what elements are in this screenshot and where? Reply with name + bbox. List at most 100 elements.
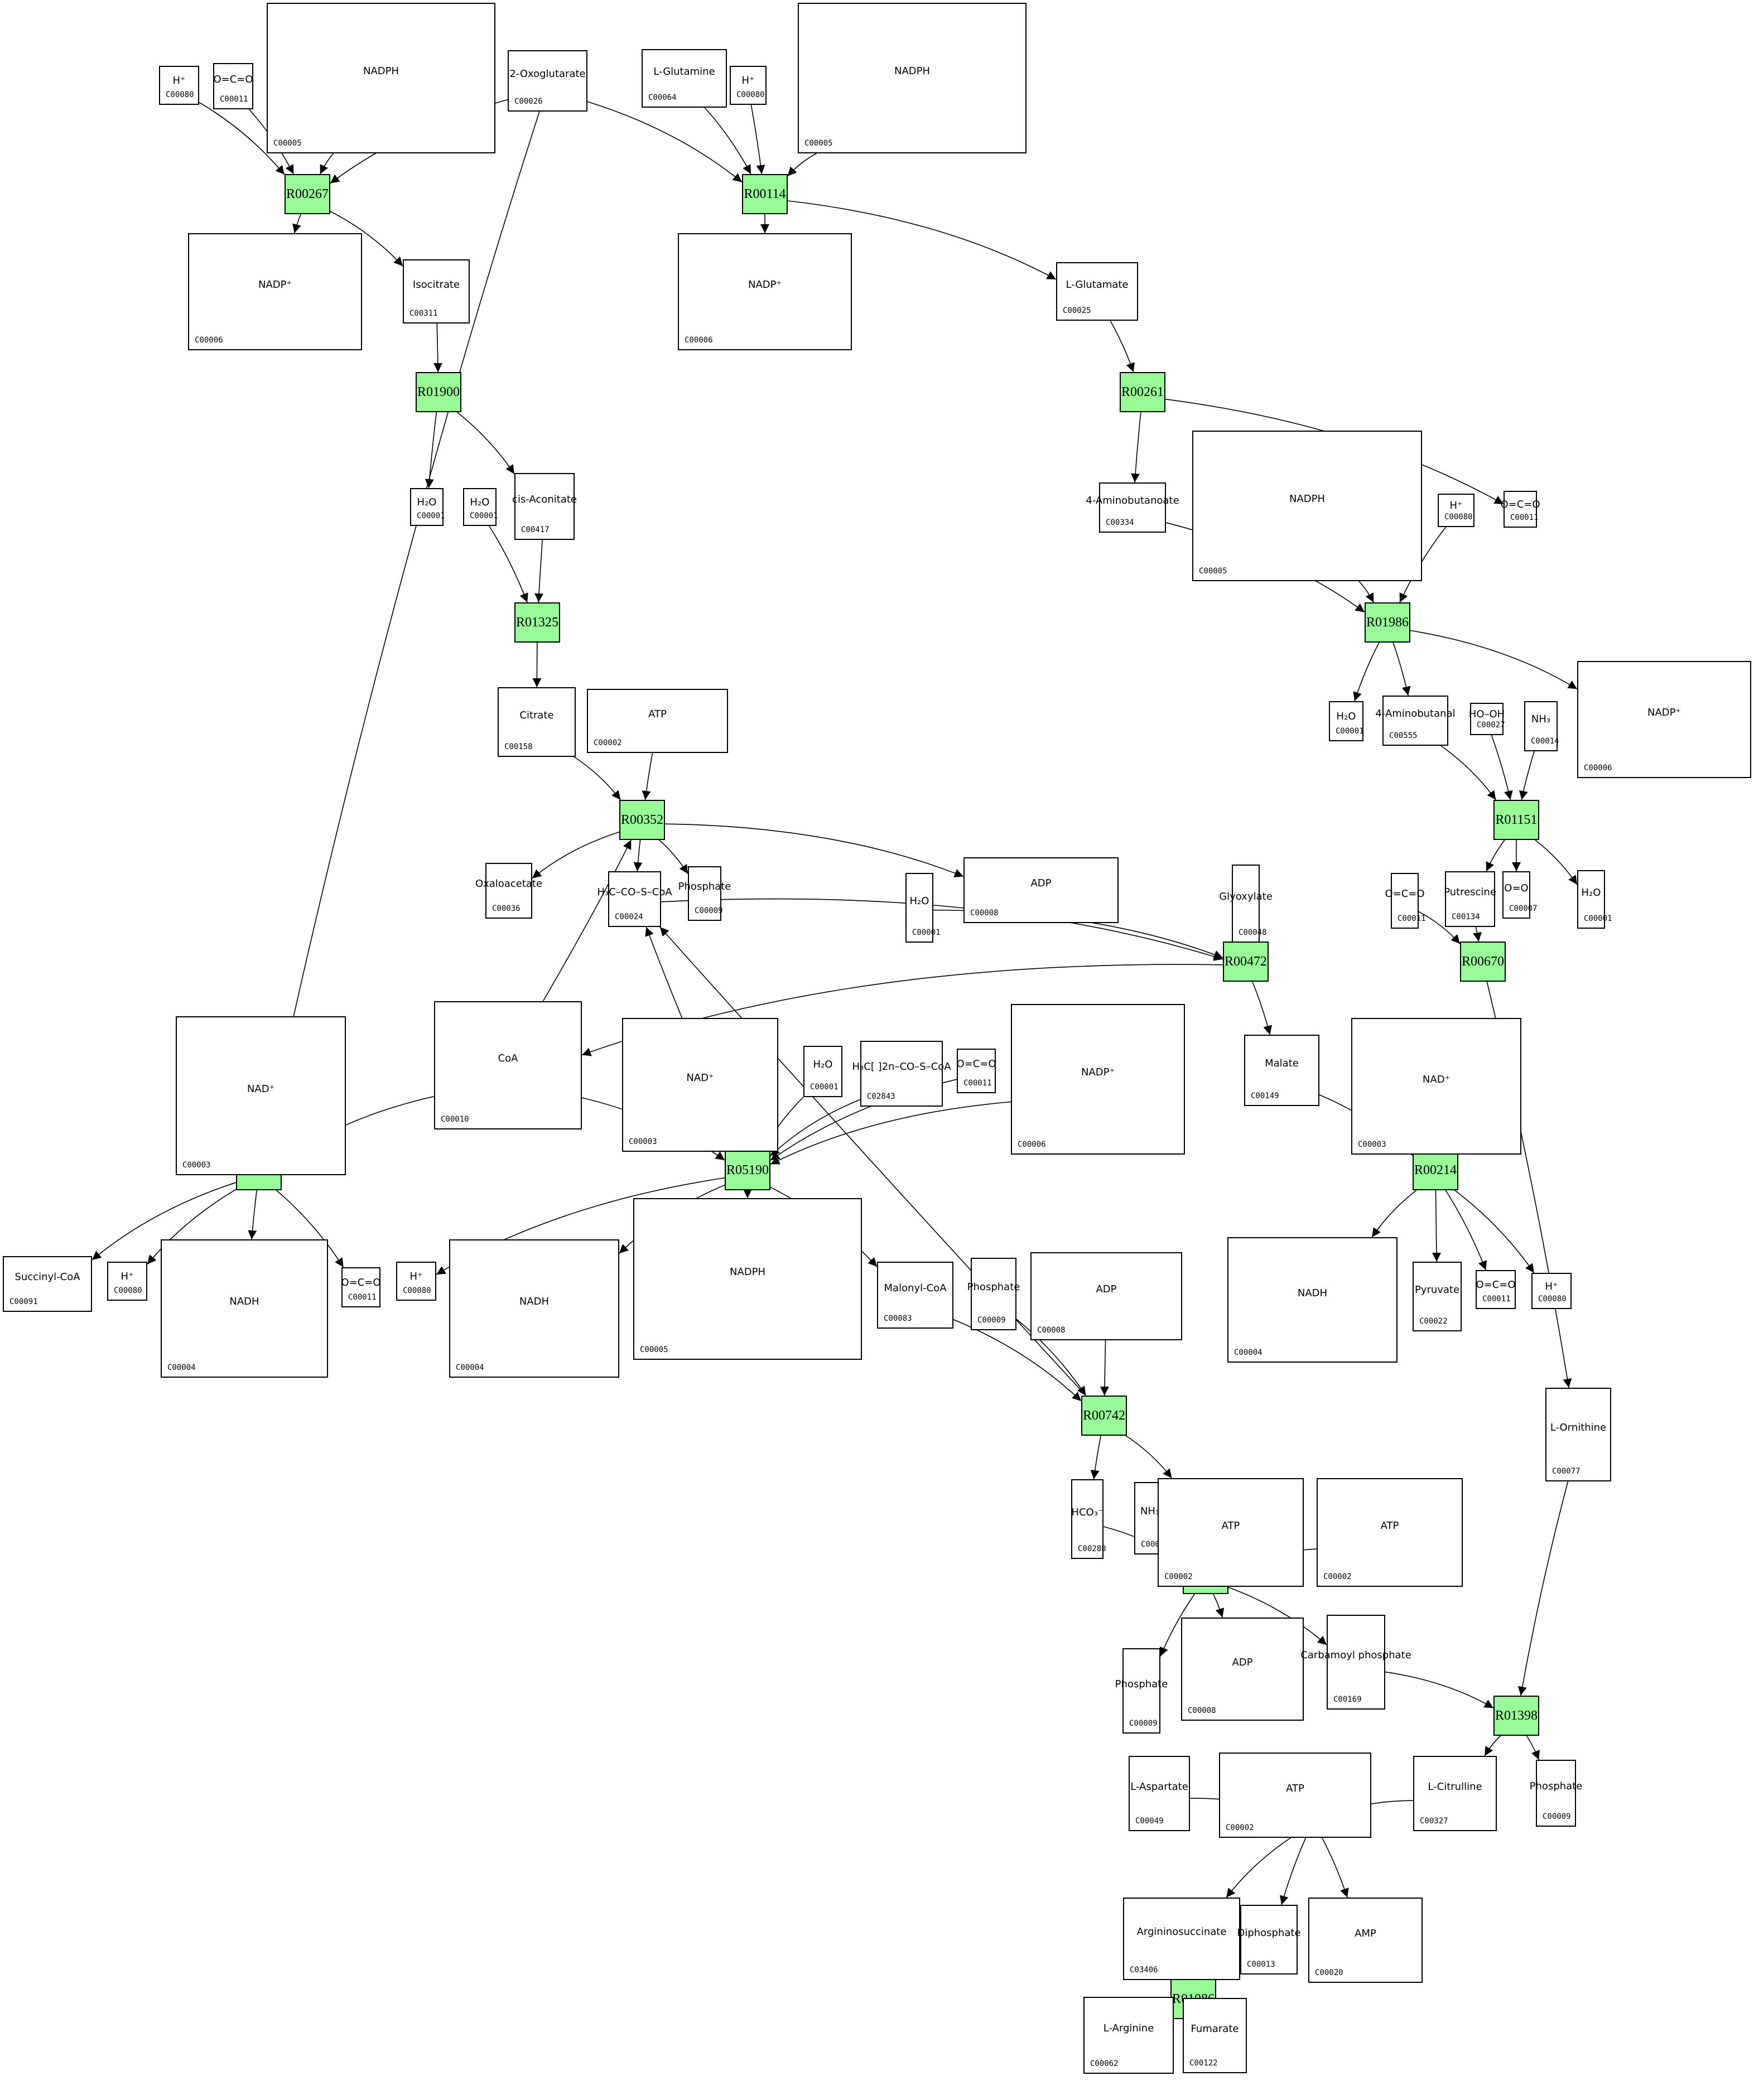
compound-id-label: C00009 <box>1543 1812 1571 1821</box>
structure-drawing: L-Ornithine <box>1550 1422 1607 1434</box>
edge-arrow <box>1491 735 1513 800</box>
compound-node-c00080[interactable]: H⁺C00080 <box>1531 1273 1572 1309</box>
compound-node-c00006[interactable]: NADP⁺C00006 <box>1577 661 1751 778</box>
compound-node-c00080[interactable]: H⁺C00080 <box>730 66 767 105</box>
compound-node-c00006[interactable]: NADP⁺C00006 <box>678 233 852 350</box>
reaction-node-r00114[interactable]: R00114 <box>742 174 788 214</box>
compound-node-c00288[interactable]: HCO₃⁻C00288 <box>1071 1479 1106 1559</box>
compound-node-c00003[interactable]: NAD⁺C00003 <box>622 1018 778 1152</box>
reaction-node-r01151[interactable]: R01151 <box>1493 800 1539 840</box>
compound-id-label: C00062 <box>1090 2059 1119 2068</box>
compound-id-label: C00008 <box>1037 1326 1066 1335</box>
reaction-node-r00214[interactable]: R00214 <box>1413 1150 1458 1190</box>
compound-node-c00080[interactable]: H⁺C00080 <box>396 1262 436 1301</box>
reaction-node-r00472[interactable]: R00472 <box>1223 942 1269 982</box>
reaction-node-r00670[interactable]: R00670 <box>1460 942 1506 982</box>
reaction-node-r00742[interactable]: R00742 <box>1081 1396 1127 1436</box>
compound-id-label: C00080 <box>1444 513 1473 522</box>
compound-node-c00006[interactable]: NADP⁺C00006 <box>188 233 362 350</box>
edge-arrow <box>1440 745 1497 800</box>
compound-node-c00080[interactable]: H⁺C00080 <box>159 66 199 105</box>
structure-drawing: L-Glutamate <box>1066 278 1129 291</box>
reaction-node-r00261[interactable]: R00261 <box>1120 372 1165 412</box>
reaction-node-r01986[interactable]: R01986 <box>1365 602 1410 643</box>
structure-drawing: Malonyl-CoA <box>884 1282 947 1295</box>
compound-node-c00003[interactable]: NAD⁺C00003 <box>1351 1018 1521 1155</box>
reaction-node-r01325[interactable]: R01325 <box>514 602 560 643</box>
compound-node-c00003[interactable]: NAD⁺C00003 <box>176 1016 346 1175</box>
reaction-node-r00352[interactable]: R00352 <box>619 800 665 840</box>
structure-drawing: L-Citrulline <box>1428 1780 1482 1793</box>
reaction-node-r01398[interactable]: R01398 <box>1493 1696 1539 1736</box>
compound-node-c00080[interactable]: H⁺C00080 <box>1438 494 1474 527</box>
structure-drawing: NADH <box>229 1296 259 1308</box>
compound-node-c00080[interactable]: H⁺C00080 <box>107 1262 147 1301</box>
compound-node-c00006[interactable]: NADP⁺C00006 <box>1011 1004 1185 1155</box>
reaction-node-r01900[interactable]: R01900 <box>416 372 461 412</box>
structure-drawing: NADP⁺ <box>748 279 782 291</box>
reaction-node-r00267[interactable]: R00267 <box>285 174 330 214</box>
reaction-node-r05190[interactable]: R05190 <box>725 1150 770 1190</box>
